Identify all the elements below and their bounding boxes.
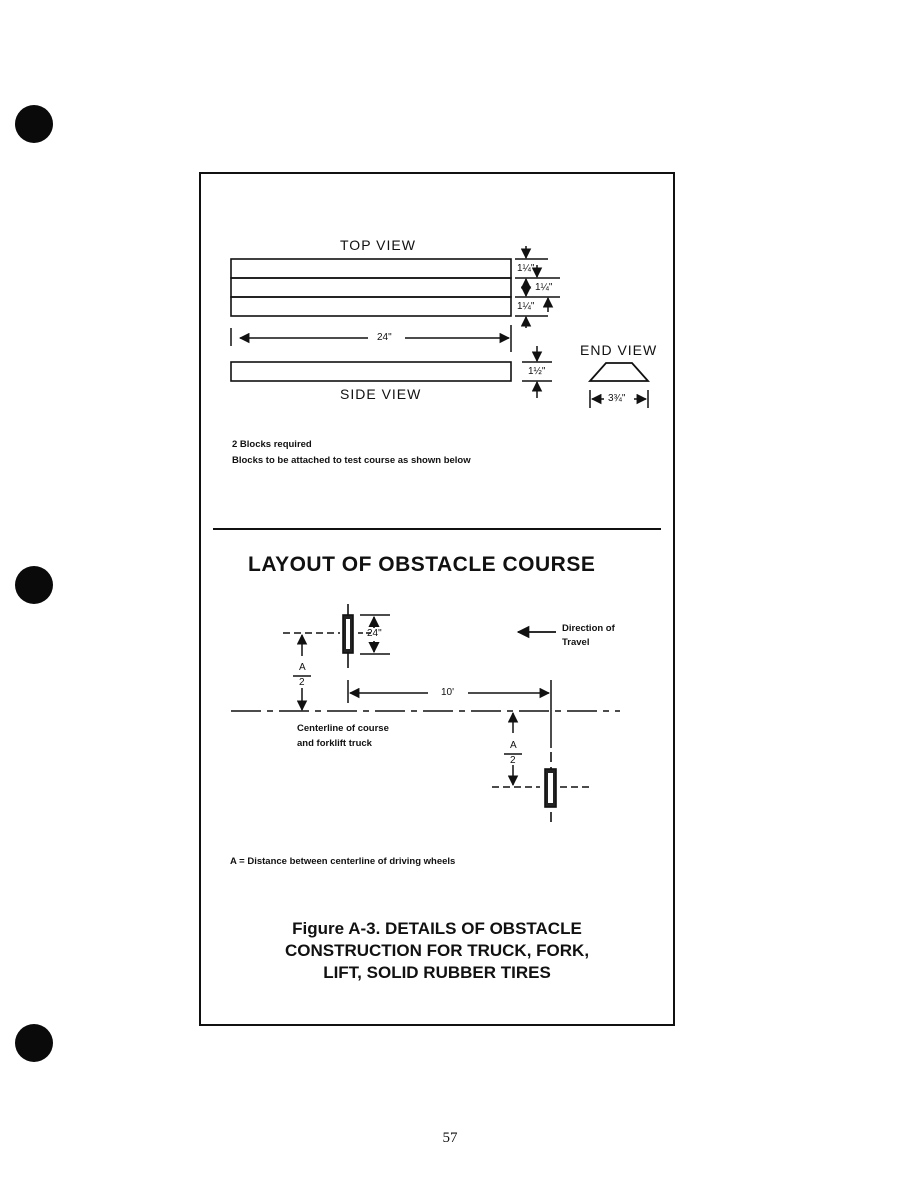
upper-a-label: A <box>299 662 306 673</box>
binder-hole-middle <box>15 566 53 604</box>
binder-hole-bottom <box>15 1024 53 1062</box>
top-view-block <box>230 258 512 317</box>
lower-half-a-dimension <box>504 711 522 787</box>
upper-half-a-dimension <box>293 633 311 712</box>
upper-obstacle-block <box>283 604 390 668</box>
length-dimension <box>230 325 512 352</box>
figure-caption: Figure A-3. DETAILS OF OBSTACLE CONSTRUC… <box>220 918 654 984</box>
caption-line-1: Figure A-3. DETAILS OF OBSTACLE <box>292 919 582 938</box>
caption-line-2: CONSTRUCTION FOR TRUCK, FORK, <box>284 941 590 960</box>
binder-hole-top <box>15 105 53 143</box>
legend-a-definition: A = Distance between centerline of drivi… <box>230 856 456 867</box>
end-view-title: END VIEW <box>580 342 658 358</box>
side-view-dimension <box>522 346 552 398</box>
figure-frame <box>199 172 675 1026</box>
side-view-title: SIDE VIEW <box>340 386 422 402</box>
lower-obstacle-block <box>492 752 593 826</box>
top-view-dim-2: 1¼" <box>535 282 553 293</box>
top-view-dimension-marks <box>515 246 560 328</box>
spacing-dimension <box>347 680 552 748</box>
layout-title: LAYOUT OF OBSTACLE COURSE <box>248 553 596 576</box>
lower-two-label: 2 <box>510 755 516 766</box>
length-label: 24" <box>377 332 392 343</box>
top-view-dim-1: 1¼" <box>517 263 535 274</box>
top-view-dim-3: 1¼" <box>517 301 535 312</box>
direction-label-line1: Direction of <box>562 623 615 634</box>
lower-a-label: A <box>510 740 517 751</box>
spacing-label: 10' <box>441 687 455 698</box>
note-blocks-required: 2 Blocks required <box>232 439 312 450</box>
end-view-block <box>587 362 651 382</box>
note-attachment: Blocks to be attached to test course as … <box>232 455 471 466</box>
centerline-label-line1: Centerline of course <box>297 723 389 734</box>
caption-line-3: LIFT, SOLID RUBBER TIRES <box>323 963 551 982</box>
page-number: 57 <box>442 1130 458 1146</box>
direction-label-line2: Travel <box>562 637 590 648</box>
block-length-label: 24" <box>367 628 382 639</box>
side-view-block <box>230 361 512 382</box>
end-view-dimension <box>589 390 649 408</box>
top-view-title: TOP VIEW <box>340 237 416 253</box>
upper-two-label: 2 <box>299 677 305 688</box>
end-view-width: 3¾" <box>608 393 626 404</box>
centerline-label-line2: and forklift truck <box>297 738 372 749</box>
side-view-height: 1½" <box>528 366 546 377</box>
